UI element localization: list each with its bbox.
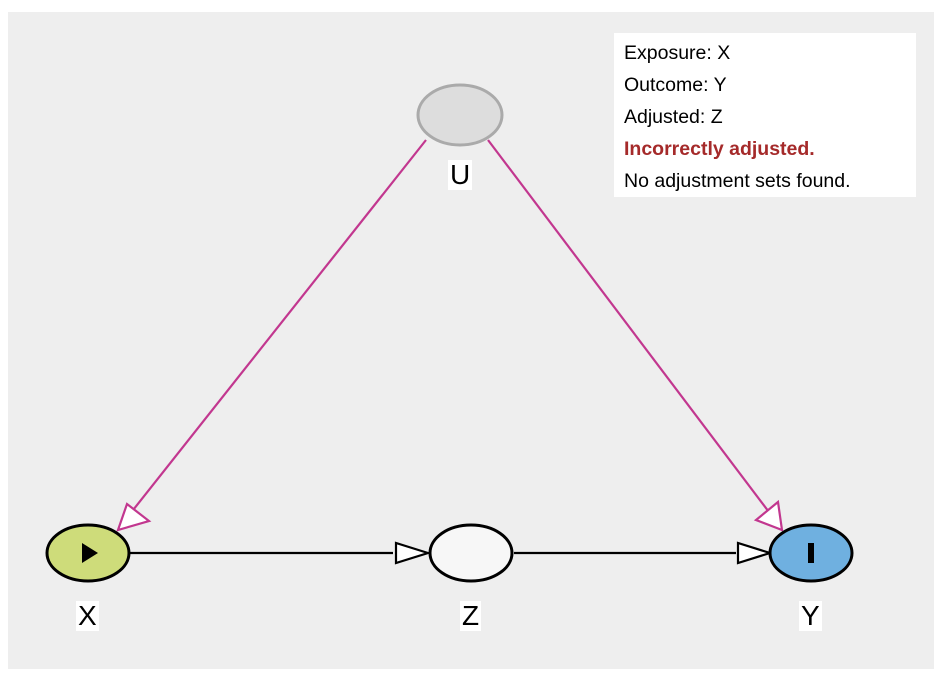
legend-note: No adjustment sets found. bbox=[624, 170, 851, 192]
dag-diagram bbox=[45, 83, 854, 583]
legend-outcome: Outcome: Y bbox=[624, 74, 727, 96]
play-icon bbox=[82, 543, 98, 563]
legend-exposure: Exposure: X bbox=[624, 42, 731, 64]
node-z[interactable] bbox=[428, 523, 514, 583]
node-label-z: Z bbox=[460, 600, 482, 631]
edge-x-z[interactable] bbox=[130, 541, 432, 565]
edge-u-y[interactable] bbox=[487, 139, 784, 532]
node-u[interactable] bbox=[416, 83, 504, 147]
legend-panel: Exposure: X Outcome: Y Adjusted: Z Incor… bbox=[614, 33, 916, 197]
bar-icon bbox=[808, 543, 814, 563]
edge-z-y[interactable] bbox=[514, 541, 774, 565]
node-label-x: X bbox=[76, 600, 99, 631]
node-label-y: Y bbox=[799, 600, 822, 631]
node-label-u: U bbox=[448, 159, 473, 190]
legend-status: Incorrectly adjusted. bbox=[624, 138, 815, 160]
edge-u-x[interactable] bbox=[116, 139, 427, 532]
legend-adjusted: Adjusted: Z bbox=[624, 106, 723, 128]
